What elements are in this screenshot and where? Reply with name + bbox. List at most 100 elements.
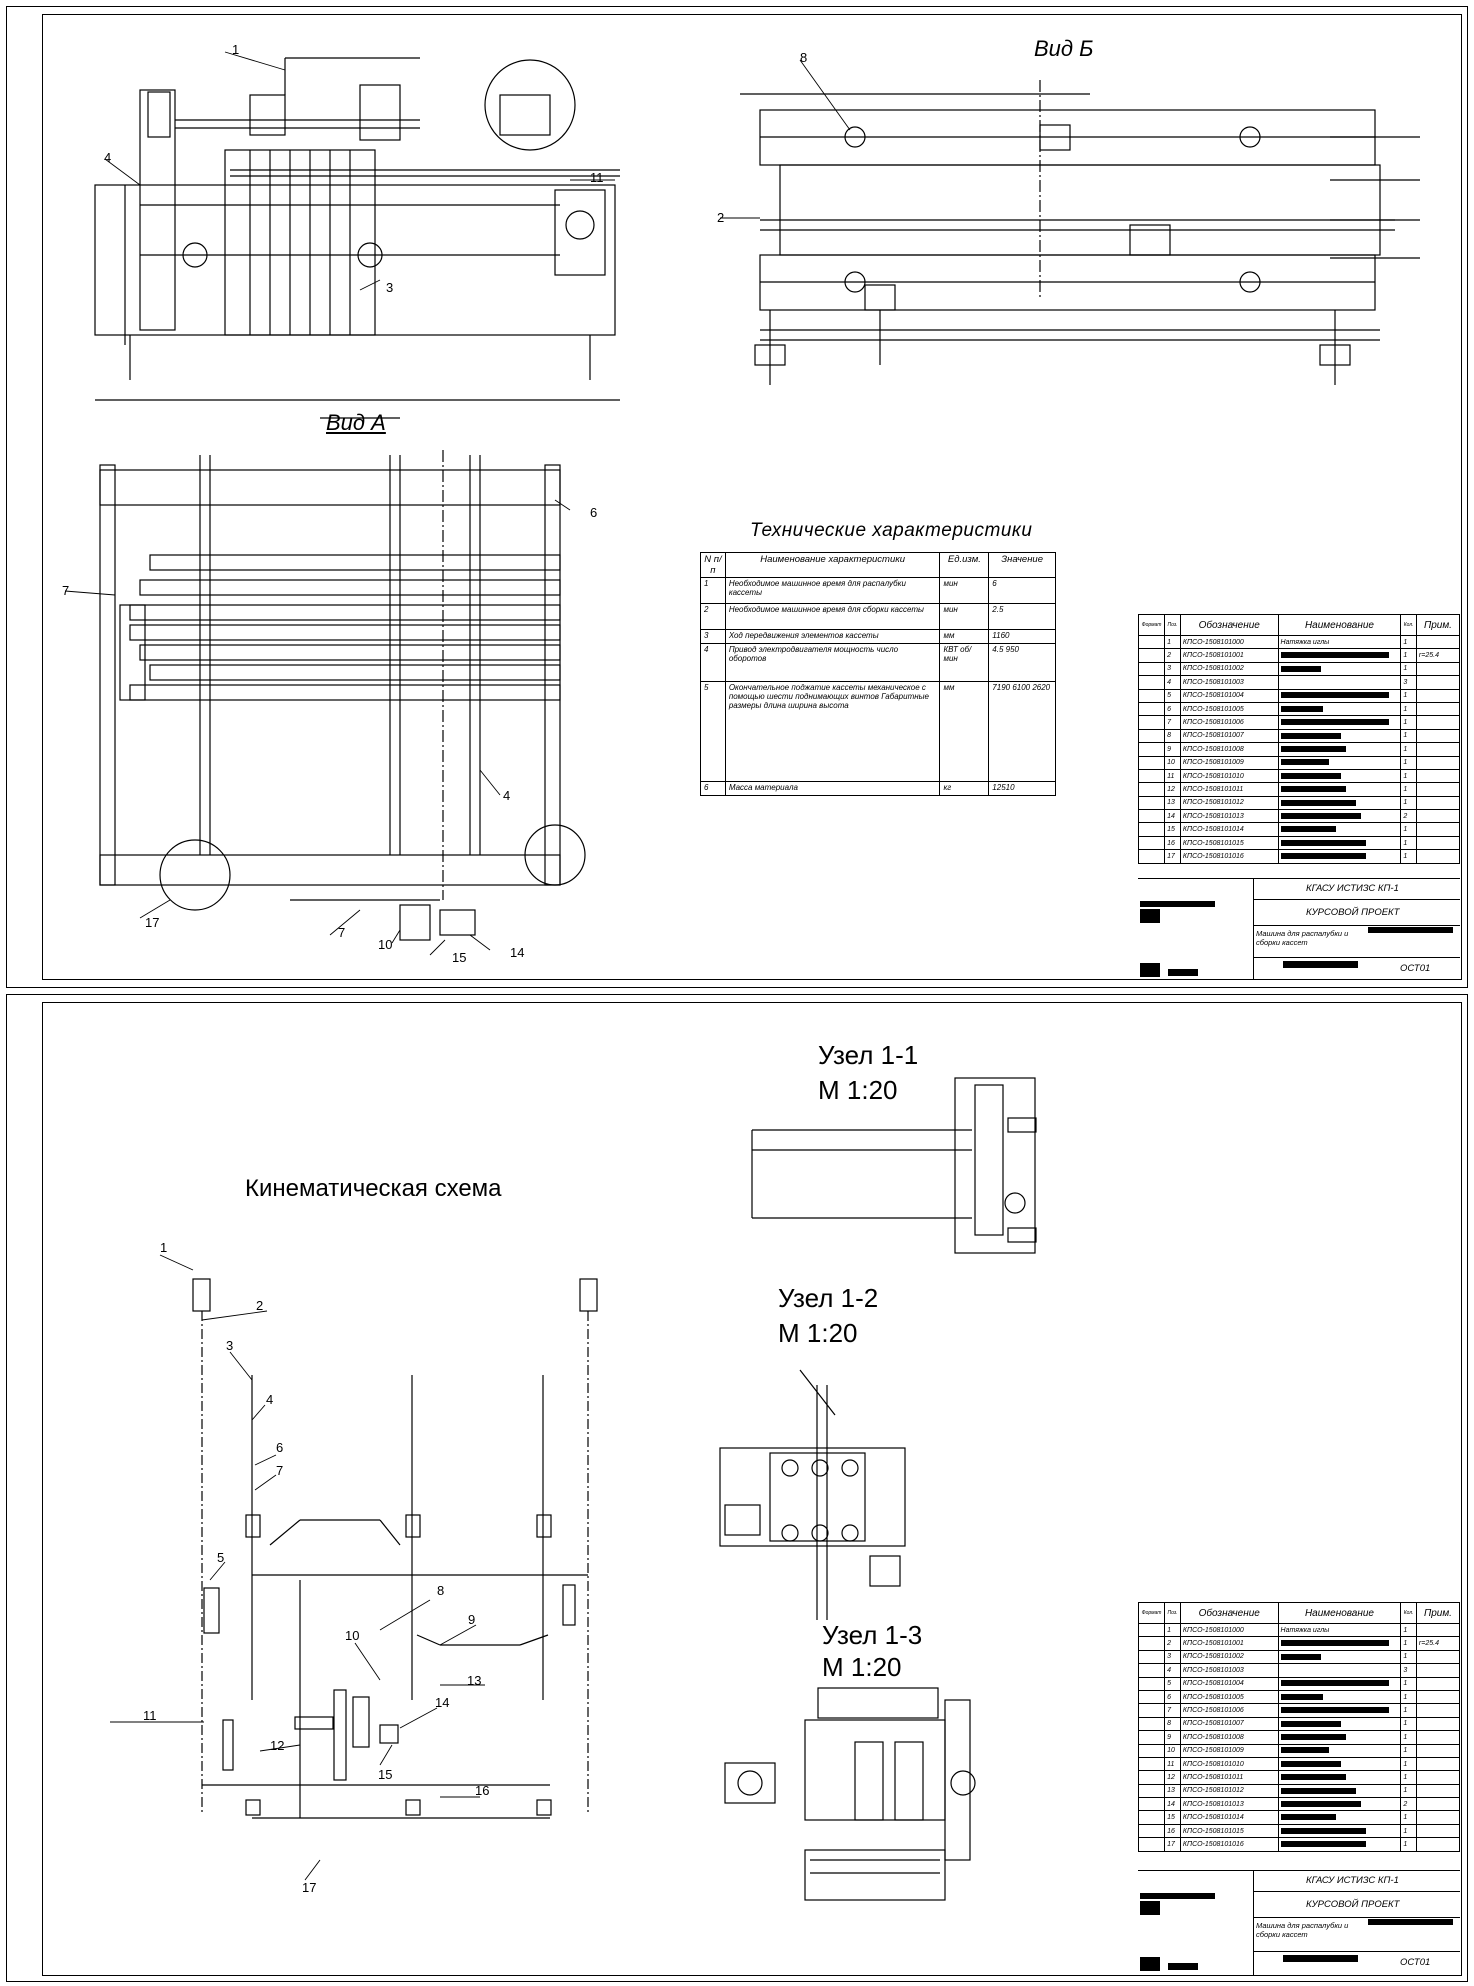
- k-callout-17: 17: [302, 1880, 317, 1895]
- spec-cell-qty: 3: [1400, 1663, 1417, 1678]
- spec-cell-note: [1415, 1663, 1461, 1678]
- spec-cell-pos: 13: [1164, 1783, 1181, 1799]
- spec-cell-name: [1277, 1676, 1402, 1691]
- spec-cell-pos: 7: [1164, 1703, 1181, 1718]
- spec-cell-qty: 1: [1400, 1622, 1417, 1638]
- spec-cell-name: [1277, 1743, 1402, 1758]
- redaction-bar: [1280, 1640, 1389, 1647]
- sheet-2-leaders: [110, 1254, 485, 1881]
- spec-cell-format: [1137, 1689, 1166, 1705]
- spec-cell-format: [1137, 1730, 1166, 1745]
- redaction-bar: [1280, 1747, 1329, 1754]
- spec-cell-note: [1415, 1743, 1461, 1758]
- spec-cell-qty: 1: [1400, 1716, 1417, 1732]
- spec-cell-pos: 12: [1164, 1770, 1181, 1785]
- view-b-drawing: [740, 80, 1420, 385]
- tech-row: 6 Масса материала кг 12510: [700, 781, 1056, 796]
- spec-cell-qty: 1: [1400, 1703, 1417, 1718]
- callout-4-lower: 4: [503, 788, 511, 803]
- spec-cell-pos: 5: [1164, 1676, 1181, 1691]
- spec-cell-pos: 2: [1164, 1636, 1181, 1651]
- tech-cell-unit: мин: [939, 577, 990, 604]
- view-a-title: Вид А: [326, 410, 386, 435]
- tech-cell-unit: кг: [939, 781, 990, 796]
- spec-cell-pos: 3: [1164, 1649, 1181, 1665]
- spec-cell-pos: 9: [1164, 1730, 1181, 1745]
- redaction-bar: [1280, 1814, 1336, 1821]
- spec-cell-note: [1415, 1770, 1461, 1785]
- sheet-1-frame: [42, 14, 1462, 980]
- spec-header-row: Формат Поз. Обозначение Наименование Кол…: [1137, 1602, 1461, 1624]
- spec-cell-format: [1137, 1743, 1166, 1758]
- spec-cell-qty: 1: [1400, 1783, 1417, 1799]
- spec-cell-designation: КПСО-1508101016: [1179, 1837, 1279, 1852]
- spec-cell-qty: 1: [1400, 1756, 1417, 1772]
- callout-8: 8: [800, 50, 808, 65]
- spec-cell-format: [1137, 1663, 1166, 1678]
- spec-cell-pos: 4: [1164, 1663, 1181, 1678]
- k-callout-5: 5: [217, 1550, 225, 1565]
- redaction-bar: [1280, 799, 1356, 806]
- spec-cell-pos: 17: [1164, 1837, 1181, 1852]
- redaction-bar: [1280, 1800, 1361, 1807]
- k-callout-7: 7: [276, 1463, 284, 1478]
- spec-cell-note: [1415, 849, 1461, 864]
- spec-header-note: Прим.: [1415, 1602, 1461, 1624]
- redaction-bar: [1280, 1693, 1323, 1700]
- redaction-bar: [1280, 1787, 1356, 1794]
- redaction-bar: [1280, 719, 1389, 726]
- node-1-2-drawing: [719, 1369, 906, 1620]
- tech-cell-n: 5: [700, 681, 726, 782]
- tech-cell-value: 7190 6100 2620: [988, 681, 1056, 782]
- sheet-1-leaders: [64, 51, 851, 956]
- redaction-bar: [1280, 1760, 1341, 1767]
- spec-cell-format: [1137, 1797, 1166, 1812]
- spec-cell-qty: 1: [1400, 1823, 1417, 1839]
- tech-table: N п/п Наименование характеристики Ед.изм…: [700, 552, 1056, 796]
- spec-header-name: Наименование: [1277, 1602, 1402, 1624]
- spec-cell-designation: КПСО-1508101000: [1179, 1622, 1279, 1638]
- stamp-2: КГАСУ ИСТИЗС КП-1 КУРСОВОЙ ПРОЕКТ Машина…: [1138, 1870, 1460, 1975]
- spec-cell-name: [1277, 1837, 1402, 1852]
- spec-cell-qty: 1: [1400, 1676, 1417, 1691]
- node-1-3-title: Узел 1-3: [822, 1620, 923, 1650]
- spec-cell-note: [1415, 1797, 1461, 1812]
- spec-cell-note: [1415, 1703, 1461, 1718]
- spec-cell-pos: 14: [1164, 1797, 1181, 1812]
- spec-cell-pos: 6: [1164, 1689, 1181, 1705]
- redaction-bar: [1280, 839, 1366, 846]
- spec-cell-note: [1415, 1823, 1461, 1839]
- node-1-1-scale: М 1:20: [818, 1075, 898, 1105]
- spec-header-designation: Обозначение: [1179, 1602, 1279, 1624]
- k-callout-16: 16: [475, 1783, 490, 1798]
- spec-header-format: Формат: [1137, 1602, 1166, 1624]
- redaction-bar: [1280, 1653, 1321, 1660]
- spec-cell-designation: КПСО-1508101011: [1179, 1770, 1279, 1785]
- spec-cell-qty: 1: [1400, 1689, 1417, 1705]
- spec-cell-qty: 1: [1400, 1730, 1417, 1745]
- redaction-bar: [1280, 772, 1341, 779]
- spec-cell-note: [1415, 1649, 1461, 1665]
- spec-cell-format: [1137, 1823, 1166, 1839]
- callout-14: 14: [510, 945, 525, 960]
- redaction-bar: [1280, 759, 1329, 766]
- spec-cell-designation: КПСО-1508101007: [1179, 1716, 1279, 1732]
- spec-cell-name: [1277, 1649, 1402, 1665]
- k-callout-9: 9: [468, 1612, 476, 1627]
- k-callout-3: 3: [226, 1338, 234, 1353]
- spec-cell-name: [1277, 1797, 1402, 1812]
- spec-table-2: Формат Поз. Обозначение Наименование Кол…: [1137, 1602, 1461, 1852]
- spec-cell-pos: 15: [1164, 1810, 1181, 1825]
- spec-cell-name: [1277, 1703, 1402, 1718]
